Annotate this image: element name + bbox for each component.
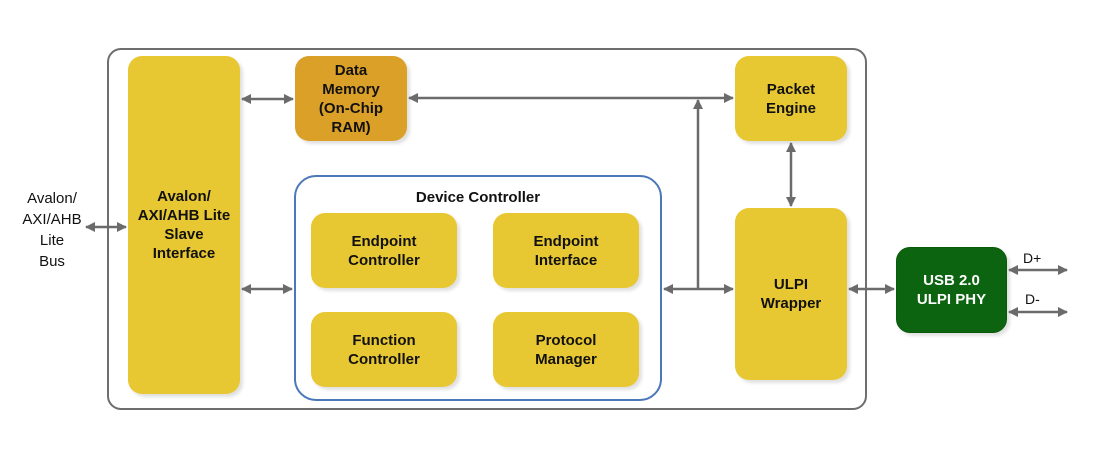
data-memory-block: Data Memory (On-Chip RAM) (295, 56, 407, 141)
device-controller-title: Device Controller (415, 189, 541, 206)
protocol-manager-block: Protocol Manager (493, 312, 639, 387)
d-plus-label: D+ (1023, 250, 1042, 266)
packet-engine-block: Packet Engine (735, 56, 847, 141)
slave-interface-block: Avalon/ AXI/AHB Lite Slave Interface (128, 56, 240, 394)
usb-phy-block: USB 2.0 ULPI PHY (896, 247, 1007, 333)
endpoint-controller-block: Endpoint Controller (311, 213, 457, 288)
ulpi-wrapper-block: ULPI Wrapper (735, 208, 847, 380)
external-bus-label: Avalon/ AXI/AHB Lite Bus (22, 190, 82, 270)
function-controller-block: Function Controller (311, 312, 457, 387)
endpoint-interface-block: Endpoint Interface (493, 213, 639, 288)
d-minus-label: D- (1025, 291, 1040, 307)
